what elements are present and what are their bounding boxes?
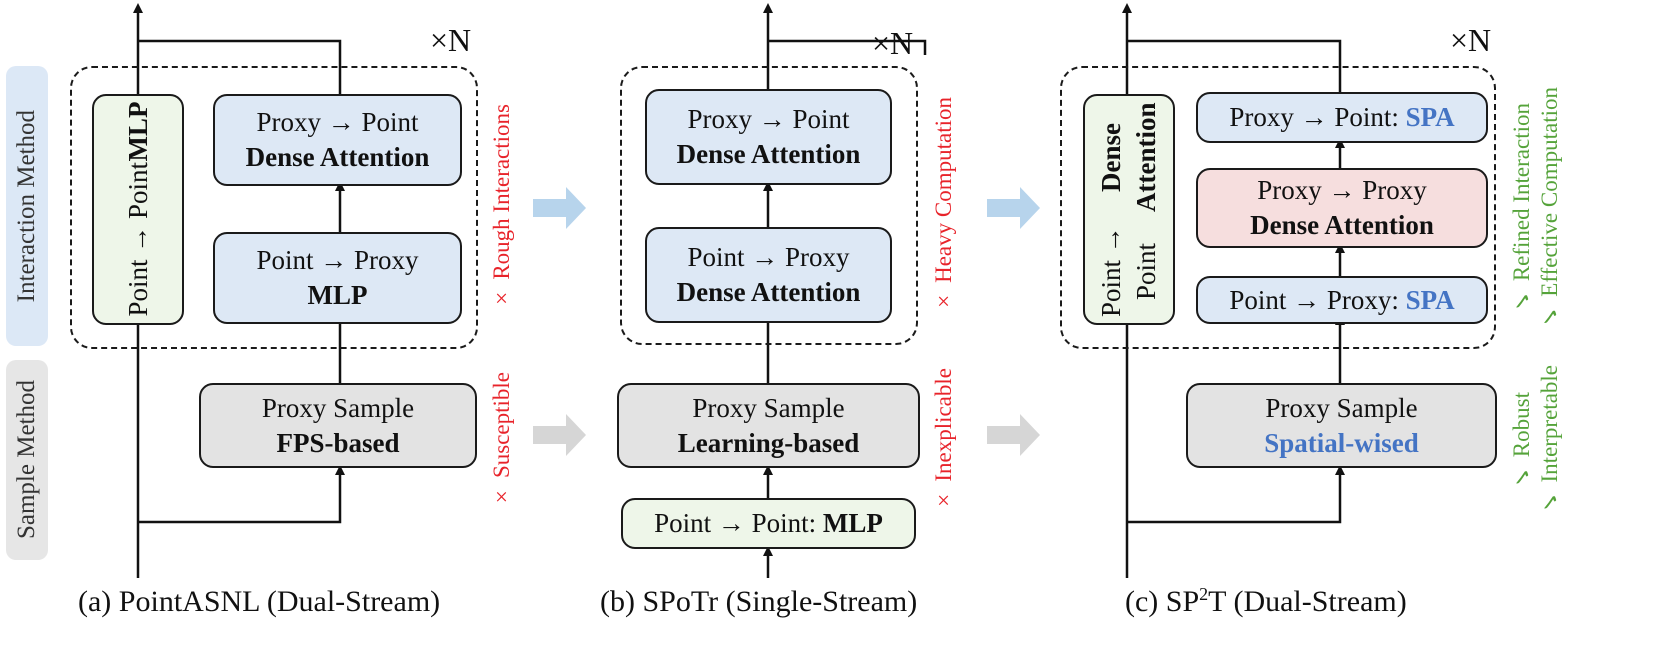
panel-b-repeat-label: ×N [872, 25, 914, 61]
panel-a-repeat-label: ×N [430, 22, 472, 58]
panel-c-sample-note-2: ✓ Interpretable [1537, 365, 1562, 515]
panel-c-sample-box: Proxy Sample Spatial-wised [1186, 383, 1497, 468]
arrow-a-to-b-interaction [533, 187, 586, 229]
panel-a-interaction-note: × Rough Interactions [489, 104, 514, 311]
panel-a-sample-note: × Susceptible [489, 371, 514, 509]
panel-b-caption: (b) SPoTr (Single-Stream) [600, 585, 918, 618]
panel-a-proxy-point-box: Proxy → Point Dense Attention [213, 94, 462, 186]
panel-b-sample-box: Proxy Sample Learning-based [617, 383, 920, 468]
interaction-method-label: Interaction Method [6, 66, 48, 346]
panel-a-sample-input [138, 465, 345, 524]
panel-c-sample-input [1127, 465, 1345, 524]
sample-method-label: Sample Method [6, 360, 48, 560]
arrow-a-to-b-sample [533, 414, 586, 456]
panel-b-repeat-loop [768, 39, 927, 55]
panel-c-caption: (c) SP2T (Dual-Stream) [1125, 584, 1407, 618]
panel-a-top-merge [138, 39, 342, 94]
panel-b-interaction-note: × Heavy Computation [931, 97, 956, 314]
panel-c-repeat-label: ×N [1450, 22, 1492, 58]
panel-b-repeat-block [620, 66, 918, 345]
panel-a-repeat-block [70, 66, 478, 349]
panel-c-repeat-block [1060, 66, 1496, 349]
panel-a-point-proxy-box: Point → Proxy MLP [213, 232, 462, 324]
panel-b-sample-note: × Inexplicable [931, 367, 956, 513]
panel-c-proxy-proxy-box: Proxy → Proxy Dense Attention [1196, 168, 1488, 248]
arrow-b-to-c-sample [987, 414, 1040, 456]
panel-a-caption: (a) PointASNL (Dual-Stream) [78, 585, 441, 618]
panel-b-proxy-point-box: Proxy → Point Dense Attention [645, 89, 892, 185]
panel-c-top-merge [1127, 39, 1342, 92]
panel-a-sample-box: Proxy Sample FPS-based [199, 383, 477, 468]
panel-c-proxy-point-spa-box: Proxy → Point: SPA [1196, 92, 1488, 143]
panel-c-point-point-dense: Point → Point Dense Attention [1083, 94, 1175, 325]
panel-c-point-proxy-spa-box: Point → Proxy: SPA [1196, 276, 1488, 324]
panel-b-point-proxy-box: Point → Proxy Dense Attention [645, 227, 892, 323]
panel-c-interaction-note-2: ✓ Effective Computation [1537, 86, 1562, 329]
panel-b-mlp-box: Point → Point: MLP [621, 498, 916, 549]
panel-a-point-point-mlp: Point → Point MLP [92, 94, 184, 325]
arrow-b-to-c-interaction [987, 187, 1040, 229]
